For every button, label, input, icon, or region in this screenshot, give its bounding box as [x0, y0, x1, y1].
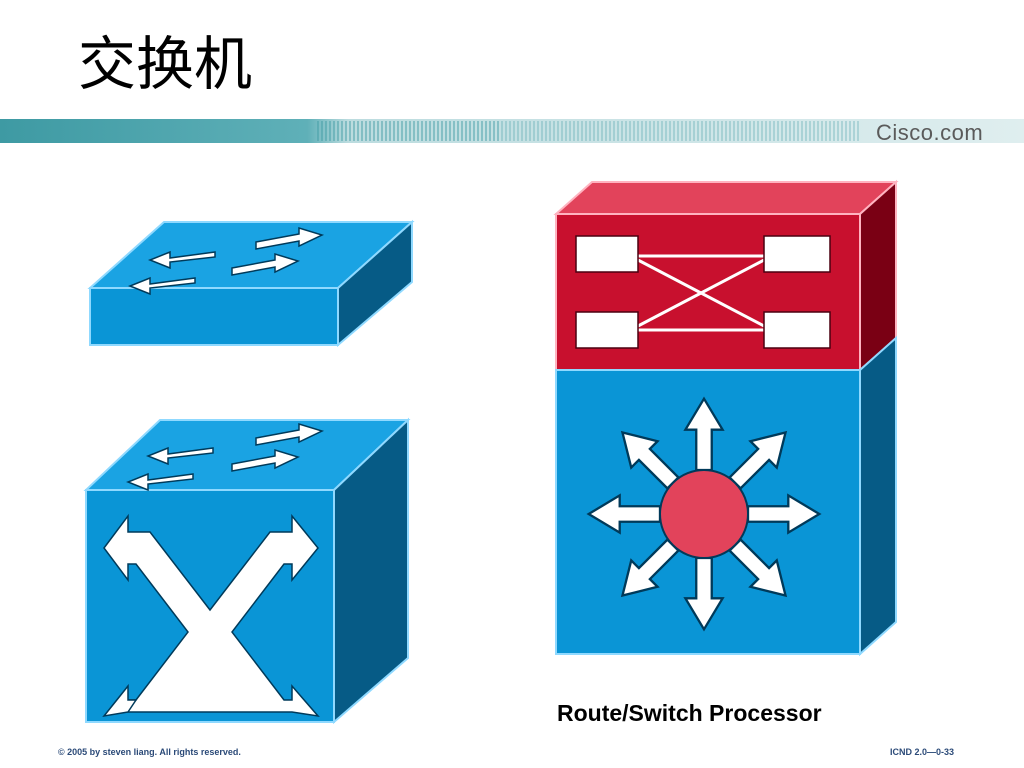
copyright-footer: © 2005 by steven liang. All rights reser… [58, 747, 241, 757]
header-banner [0, 117, 1024, 147]
slide-number-footer: ICND 2.0—0-33 [890, 747, 955, 757]
multilayer-switch-icon [83, 417, 411, 725]
slide-title: 交换机 [78, 30, 253, 98]
rsp-caption: Route/Switch Processor [557, 700, 822, 726]
route-switch-processor-icon [553, 179, 899, 657]
cisco-brand-label: Cisco.com [876, 120, 984, 145]
workgroup-switch-icon [87, 219, 415, 348]
